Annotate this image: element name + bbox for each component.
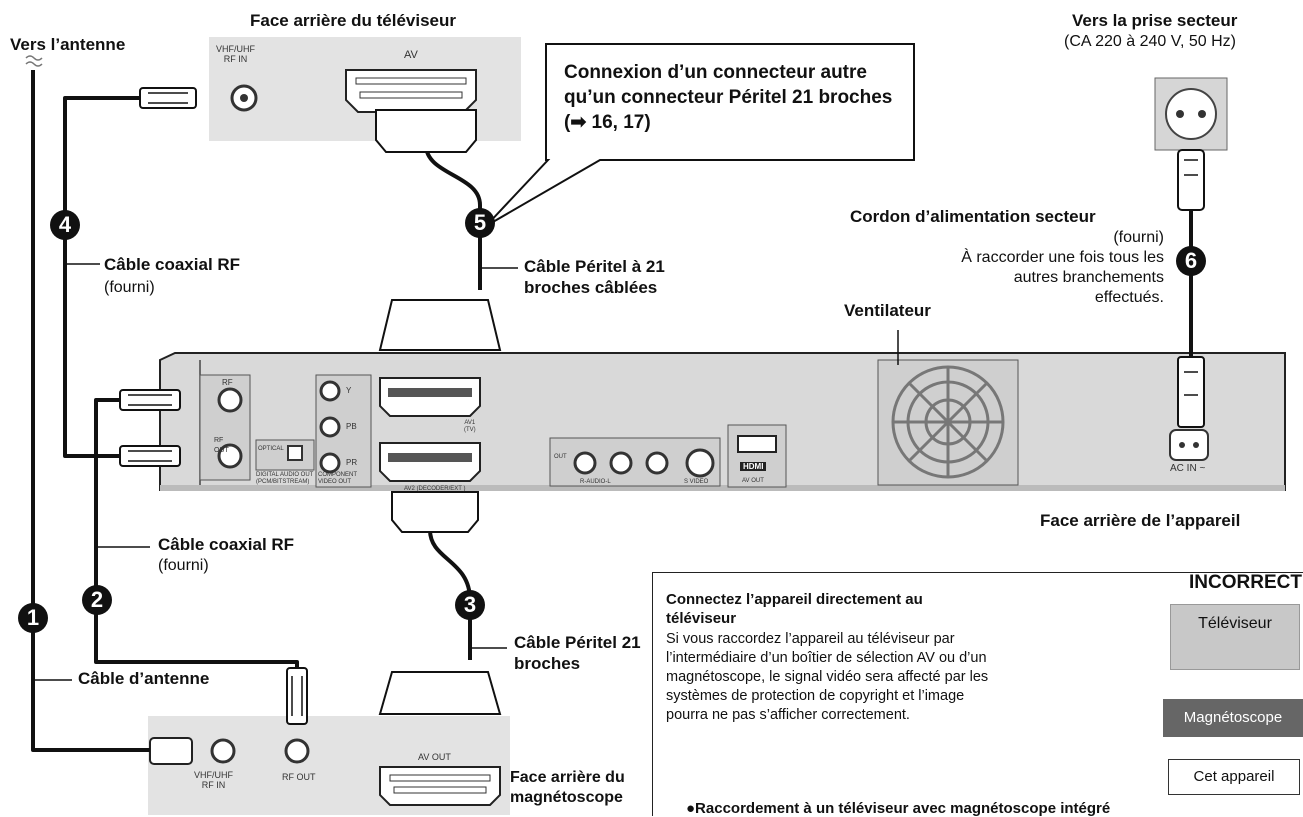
- tv-av-scart-socket: [345, 69, 477, 113]
- vcr-rf-in-plug: [149, 737, 193, 765]
- unit-pb-label: PB: [346, 422, 357, 431]
- mains-spec: (CA 220 à 240 V, 50 Hz): [1064, 33, 1236, 50]
- tv-scart-plug: [375, 109, 477, 153]
- step-2-badge: 2: [82, 585, 112, 615]
- incorrect-tv-box: Téléviseur: [1170, 604, 1300, 670]
- vcr-av-out-label: AV OUT: [418, 752, 451, 762]
- step-1-badge: 1: [18, 603, 48, 633]
- unit-optical-label: OPTICAL: [258, 446, 284, 452]
- unit-rf-in-socket: [217, 387, 243, 413]
- vcr-scart-plug: [378, 671, 502, 715]
- unit-y-label: Y: [346, 386, 352, 395]
- callout-text: Connexion d’un connecteur autre qu’un co…: [564, 62, 893, 133]
- unit-rf-out-socket: [217, 443, 243, 469]
- tv-av-label: AV: [404, 49, 418, 61]
- unit-svideo-socket: [685, 448, 715, 478]
- vcr-rf-out-socket: [284, 738, 310, 764]
- unit-component-label: COMPONENT VIDEO OUT: [318, 472, 357, 485]
- vcr-rear-label: Face arrière du magnétoscope: [510, 769, 625, 806]
- fan-grille: [891, 365, 1005, 479]
- antenna-label: Vers l’antenne: [10, 35, 126, 54]
- vcr-rf-out-label: RF OUT: [282, 772, 316, 782]
- unit-rear-label: Face arrière de l’appareil: [1040, 511, 1241, 530]
- coax-rf-supplied-1: (fourni): [104, 279, 155, 296]
- vcr-rf-in-label: VHF/UHF RF IN: [194, 770, 233, 790]
- notice-body: Si vous raccordez l’appareil au télévise…: [666, 631, 989, 723]
- unit-av1-scart-plug: [378, 299, 502, 351]
- scart-wired-label: Câble Péritel à 21 broches câblées: [524, 257, 665, 297]
- notice-footer: ●Raccordement à un téléviseur avec magné…: [686, 800, 1111, 817]
- unit-rf-in-plug: [119, 389, 181, 411]
- antenna-symbol: [25, 55, 43, 67]
- unit-pb-socket: [319, 416, 341, 438]
- coax-rf-label-2: Câble coaxial RF: [158, 535, 295, 554]
- coax-rf-label-1: Câble coaxial RF: [104, 255, 241, 274]
- antenna-cable: [31, 70, 150, 752]
- power-cord-supplied: (fourni): [1113, 229, 1164, 246]
- power-cord-note: À raccorder une fois tous les autres bra…: [961, 249, 1164, 306]
- rf-coax-cable-4: [63, 96, 140, 458]
- unit-svideo-label: S VIDEO: [684, 479, 709, 485]
- unit-hdmi-label: HDMI: [740, 462, 767, 471]
- scart-cable-5: [424, 144, 482, 290]
- antenna-cable-label: Câble d’antenne: [78, 669, 210, 688]
- vcr-av-out-scart-socket: [379, 766, 501, 806]
- incorrect-vcr-box: Magnétoscope: [1163, 699, 1303, 737]
- incorrect-heading: INCORRECT: [1189, 572, 1302, 593]
- tv-rf-in-label: VHF/UHF RF IN: [216, 44, 255, 64]
- fan-label: Ventilateur: [844, 301, 931, 320]
- unit-rf-out-label: RF OUT: [214, 437, 229, 454]
- step-5-badge: 5: [465, 208, 495, 238]
- unit-out-label: OUT: [554, 454, 567, 460]
- unit-av1-label: AV1 (TV): [464, 420, 476, 433]
- notice-title: Connectez l’appareil directement au télé…: [666, 591, 923, 627]
- unit-ac-in-label: AC IN ~: [1170, 463, 1206, 474]
- mains-plug: [1177, 149, 1205, 211]
- vcr-rf-in-socket: [210, 738, 236, 764]
- unit-digital-audio-label: DIGITAL AUDIO OUT (PCM/BITSTREAM): [256, 472, 314, 485]
- unit-ac-inlet: [1169, 429, 1209, 461]
- tv-rf-plug: [139, 87, 197, 109]
- power-cord-label: Cordon d’alimentation secteur: [850, 207, 1096, 226]
- step-3-badge: 3: [455, 590, 485, 620]
- unit-rf-out-plug: [119, 445, 181, 467]
- coax-rf-supplied-2: (fourni): [158, 557, 209, 574]
- unit-y-socket: [319, 380, 341, 402]
- callout-bubble: [485, 43, 915, 227]
- unit-optical-socket: [255, 439, 315, 471]
- unit-av2-label: AV2 (DECODER/EXT ): [404, 486, 466, 492]
- vcr-rf-out-plug: [286, 667, 308, 725]
- unit-rf-label: RF: [222, 378, 233, 387]
- unit-pr-label: PR: [346, 458, 358, 467]
- incorrect-unit-box: Cet appareil: [1168, 759, 1300, 795]
- mains-title: Vers la prise secteur: [1072, 11, 1238, 30]
- scart-21-label: Câble Péritel 21 broches: [514, 633, 641, 673]
- step-6-badge: 6: [1176, 246, 1206, 276]
- unit-hdmi-av-out-label: AV OUT: [742, 478, 764, 484]
- tv-rear-label: Face arrière du téléviseur: [250, 11, 457, 30]
- unit-pr-socket: [319, 452, 341, 474]
- tv-scart-pins: [355, 77, 467, 99]
- step-4-badge: 4: [50, 210, 80, 240]
- ac-plug: [1177, 356, 1205, 428]
- unit-audio-label: R-AUDIO-L: [580, 479, 611, 485]
- unit-av2-scart-plug: [391, 491, 479, 533]
